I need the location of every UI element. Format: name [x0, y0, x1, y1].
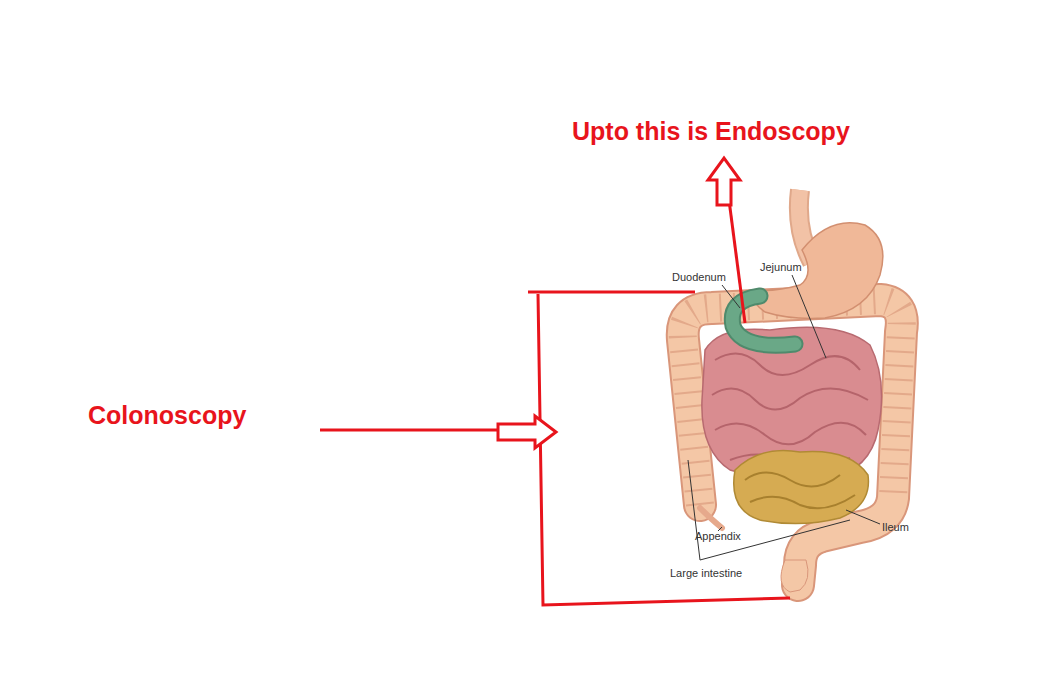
appendix [700, 508, 722, 528]
leader-line [846, 510, 880, 524]
leader-line [688, 460, 700, 560]
pointer-line [729, 200, 745, 323]
part-label: Appendix [695, 529, 741, 543]
pointer-line [320, 429, 498, 432]
ileum [734, 450, 869, 523]
leader-line [792, 275, 826, 358]
callout-text: Upto this is Endoscopy [572, 116, 850, 146]
part-label: Duodenum [672, 270, 726, 284]
hollow-arrow [498, 416, 556, 448]
bracket [528, 291, 695, 294]
part-label: Large intestine [670, 566, 742, 580]
rectum [781, 560, 808, 592]
leader-line [722, 285, 740, 308]
callout-text: Colonoscopy [88, 400, 246, 430]
bracket [538, 294, 790, 605]
part-label: Ileum [882, 520, 909, 534]
stomach [753, 223, 883, 319]
hollow-arrow [708, 158, 740, 205]
part-label: Jejunum [760, 260, 802, 274]
ileum-folds [745, 473, 855, 509]
